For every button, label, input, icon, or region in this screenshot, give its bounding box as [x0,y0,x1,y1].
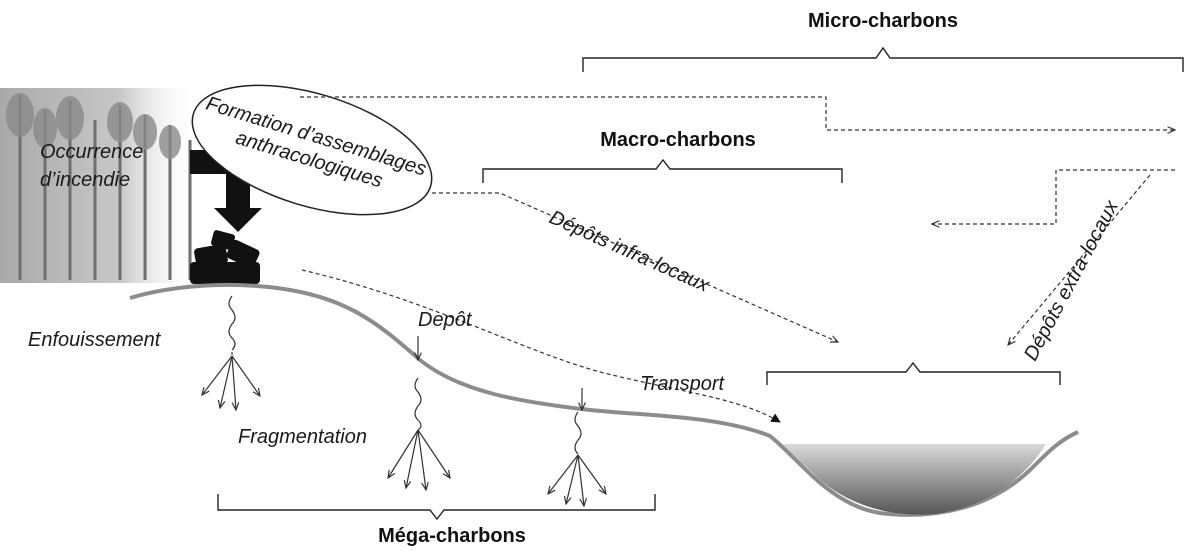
micro-bracket [582,46,1184,72]
lake-water [782,444,1046,515]
occurrence-label-line2: d’incendie [40,169,130,191]
fragmentation-label: Fragmentation [238,426,367,448]
ground-profile [129,282,1079,517]
extra-local-diagonal-arrow [1008,174,1151,345]
enfouissement-label: Enfouissement [28,329,162,351]
fragmentation-fan-1 [202,295,260,410]
occurrence-label-line1: Occurrence [40,141,143,163]
lake-bracket [766,361,1061,385]
mega-bracket [217,494,656,521]
macro-charbons-label: Macro-charbons [600,129,756,151]
depots-extra-label: Dépôts extra-locaux [1020,196,1123,364]
transport-label: Transport [640,373,726,395]
depots-infra-label: Dépôts infra-locaux [546,206,713,297]
charcoal-pile-icon [190,230,260,284]
mega-charbons-label: Méga-charbons [378,525,526,547]
micro-dashed-arrow [300,96,1175,130]
depot-label: Depôt [418,309,473,331]
extra-local-dashed-arrow [932,169,1175,224]
micro-charbons-label: Micro-charbons [808,10,958,32]
fragmentation-fan-2 [388,377,450,490]
macro-bracket [482,158,843,183]
forest-image [0,88,200,283]
infra-local-dashed-arrow [432,192,838,342]
fragmentation-fan-3 [548,411,606,506]
transport-dashed-arrow [301,269,781,423]
